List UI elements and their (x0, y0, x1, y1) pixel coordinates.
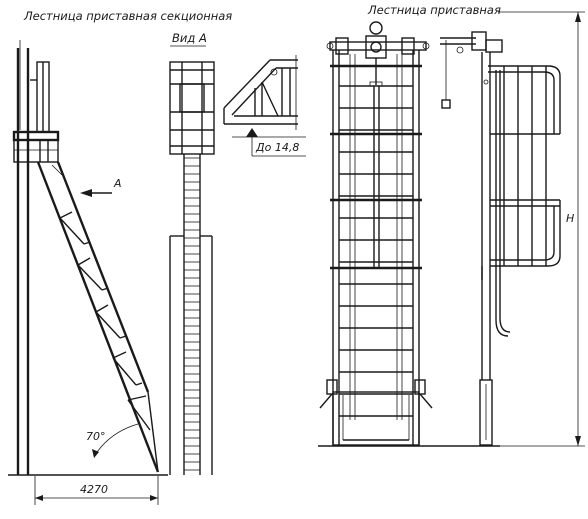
front-view-attached-ladder (319, 21, 433, 446)
title-sectional-ladder: Лестница приставная секционная (23, 9, 232, 23)
title-attached-ladder: Лестница приставная (367, 3, 501, 17)
width-dimension-label: 4270 (80, 483, 108, 496)
height-dimension-label: Н (566, 212, 574, 225)
level-marker (232, 128, 306, 157)
top-truss-detail (223, 55, 298, 130)
level-label: До 14,8 (255, 141, 299, 154)
view-a-title: Вид А (172, 31, 207, 45)
side-view-attached-ladder (440, 31, 561, 446)
front-view-a (169, 61, 215, 475)
angle-label: 70° (86, 430, 106, 443)
view-arrow-label: А (113, 177, 122, 190)
side-view-sectional-ladder (8, 40, 168, 505)
height-dimension (498, 11, 585, 447)
